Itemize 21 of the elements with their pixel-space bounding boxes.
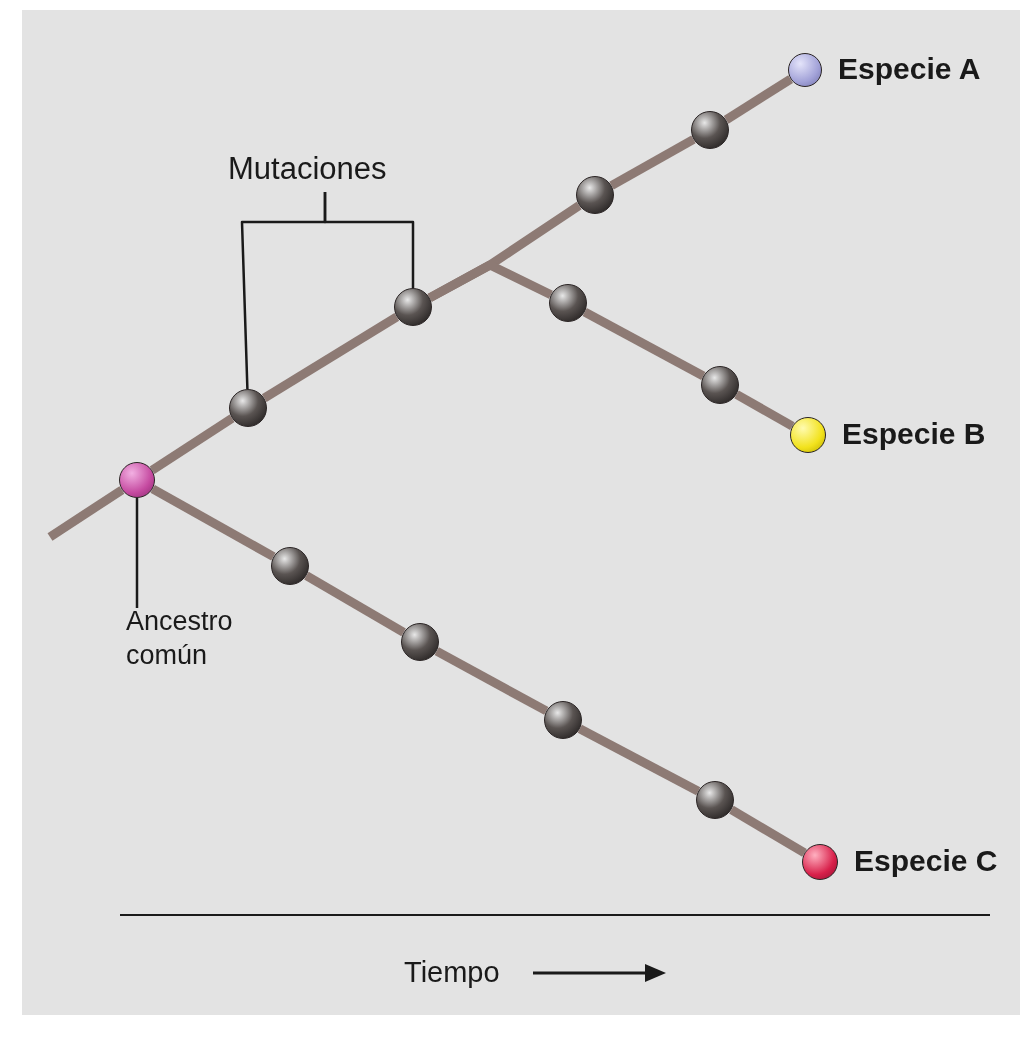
branch-line: [609, 135, 696, 190]
branch-line: [47, 486, 125, 541]
branch-line: [427, 260, 553, 302]
branch-line: [434, 647, 549, 715]
branch-line: [734, 390, 795, 430]
branch-line: [149, 414, 235, 474]
species-label: Especie A: [838, 51, 981, 87]
branch-line: [261, 313, 400, 402]
branch-line: [577, 724, 701, 796]
branch-line: [729, 805, 807, 857]
species-label: Especie C: [854, 843, 998, 879]
branch-line: [582, 308, 706, 380]
callout-label: Ancestro común: [126, 604, 276, 672]
leader-line: [135, 498, 139, 608]
callout-label: Mutaciones: [228, 146, 428, 193]
branch-line: [723, 75, 793, 124]
branch-line: [304, 571, 406, 637]
branch-line: [150, 484, 276, 561]
time-label: Tiempo: [404, 955, 500, 990]
species-label: Especie B: [842, 416, 986, 452]
leader-line: [323, 192, 415, 288]
